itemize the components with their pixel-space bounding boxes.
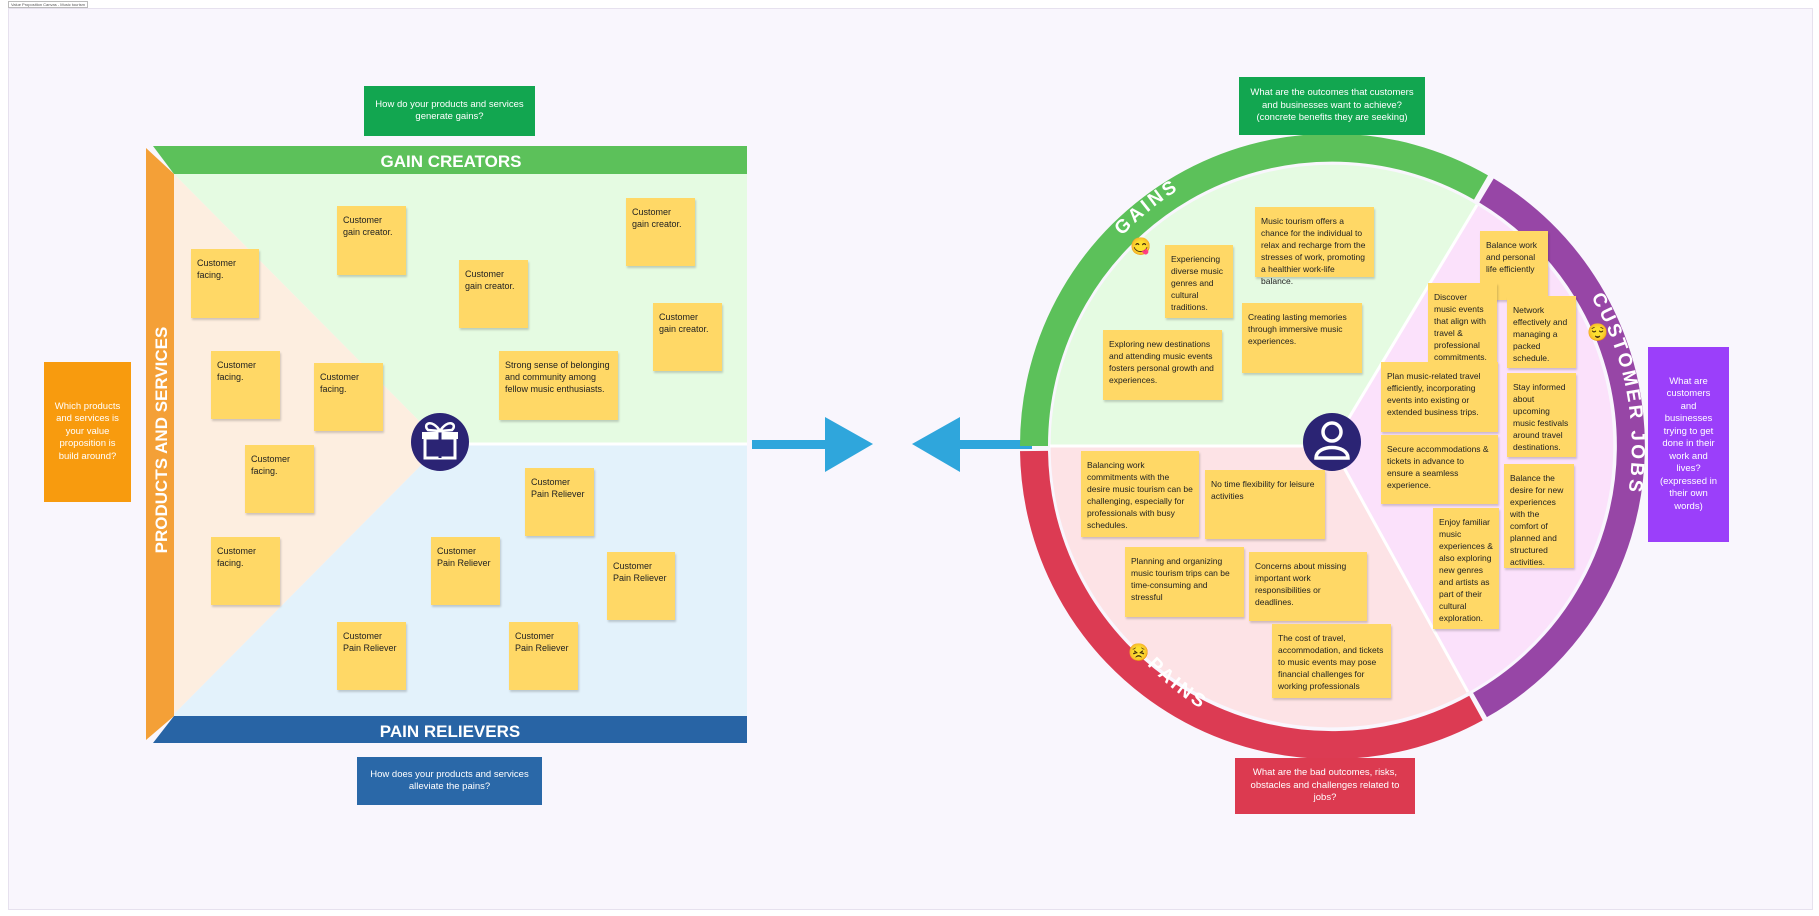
jobs-emoji-icon: 😌 [1587, 323, 1608, 342]
jobs-ring [1473, 178, 1645, 718]
pain-note[interactable]: Balancing work commitments with the desi… [1081, 451, 1199, 537]
gain-creator-note[interactable]: Customer gain creator. [653, 303, 722, 371]
gain-note[interactable]: Creating lasting memories through immers… [1242, 303, 1362, 373]
pain-note[interactable]: The cost of travel, accommodation, and t… [1272, 624, 1391, 698]
pains-ring [1020, 450, 1483, 760]
job-note[interactable]: Network effectively and managing a packe… [1507, 296, 1576, 368]
gain-creator-note[interactable]: Customer gain creator. [337, 206, 406, 275]
pain-reliever-note[interactable]: Customer Pain Reliever [431, 537, 500, 605]
pains-emoji-icon: 😣 [1128, 643, 1149, 662]
gains-emoji-icon: 😋 [1130, 237, 1151, 256]
job-note[interactable]: Discover music events that align with tr… [1428, 283, 1497, 363]
products-title: PRODUCTS AND SERVICES [152, 327, 171, 554]
gain-creator-note[interactable]: Strong sense of belonging and community … [499, 351, 618, 420]
products-bar [146, 148, 174, 740]
pain-reliever-note[interactable]: Customer Pain Reliever [509, 622, 578, 690]
pain-relievers-title: PAIN RELIEVERS [380, 722, 520, 741]
gain-note[interactable]: Exploring new destinations and attending… [1103, 330, 1222, 400]
job-note[interactable]: Balance the desire for new experiences w… [1504, 464, 1574, 568]
pain-reliever-note[interactable]: Customer Pain Reliever [607, 552, 675, 620]
gain-creators-bar [153, 146, 747, 174]
gain-creator-note[interactable]: Customer gain creator. [459, 260, 528, 328]
gain-note[interactable]: Music tourism offers a chance for the in… [1255, 207, 1374, 286]
job-note[interactable]: Enjoy familiar music experiences & also … [1433, 508, 1499, 629]
gift-icon [411, 413, 469, 471]
question-customer-jobs: What are customers and businesses trying… [1648, 347, 1729, 542]
arrow-right-icon [752, 417, 873, 472]
gain-creators-title: GAIN CREATORS [380, 152, 521, 171]
gains-ring [1019, 133, 1488, 447]
question-pains: What are the bad outcomes, risks, obstac… [1235, 758, 1415, 814]
question-gain-creators: How do your products and services genera… [364, 86, 535, 136]
question-gains: What are the outcomes that customers and… [1239, 77, 1425, 135]
products-note[interactable]: Customer facing. [211, 351, 280, 419]
products-note[interactable]: Customer facing. [191, 249, 259, 318]
products-note[interactable]: Customer facing. [245, 445, 314, 513]
pain-reliever-note[interactable]: Customer Pain Reliever [337, 622, 406, 690]
pain-note[interactable]: Planning and organizing music tourism tr… [1125, 547, 1244, 617]
gain-note[interactable]: Experiencing diverse music genres and cu… [1165, 245, 1233, 318]
user-icon [1303, 413, 1361, 471]
question-pain-relievers: How does your products and services alle… [357, 757, 542, 805]
frame-title: Value Proposition Canvas - Music tourism [8, 1, 88, 8]
products-note[interactable]: Customer facing. [211, 537, 280, 605]
question-products: Which products and services is your valu… [44, 362, 131, 502]
job-note[interactable]: Secure accommodations & tickets in advan… [1381, 435, 1498, 504]
products-note[interactable]: Customer facing. [314, 363, 383, 431]
gain-creator-note[interactable]: Customer gain creator. [626, 198, 695, 266]
pain-note[interactable]: Concerns about missing important work re… [1249, 552, 1367, 621]
job-note[interactable]: Plan music-related travel efficiently, i… [1381, 362, 1498, 432]
pain-relievers-bar [153, 716, 747, 743]
arrow-left-icon [912, 417, 1032, 472]
pain-note[interactable]: No time flexibility for leisure activiti… [1205, 470, 1325, 539]
pain-reliever-note[interactable]: Customer Pain Reliever [525, 468, 594, 536]
job-note[interactable]: Stay informed about upcoming music festi… [1507, 373, 1576, 457]
